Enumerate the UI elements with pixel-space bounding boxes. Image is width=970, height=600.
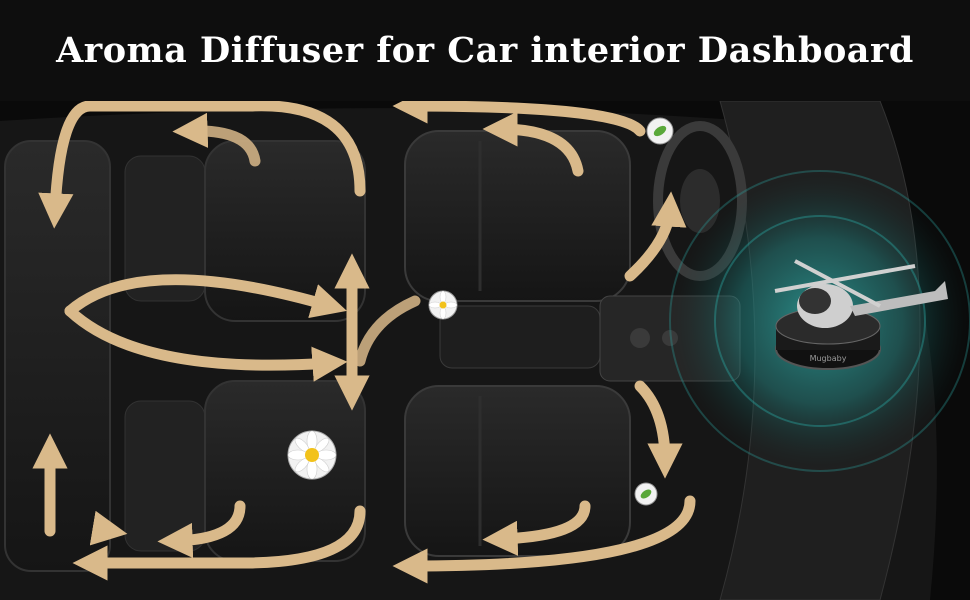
- airflow-arrow: [634, 380, 683, 479]
- daisy-icon: [287, 430, 337, 480]
- airflow-arrow: [482, 111, 584, 177]
- helicopter-diffuser-product: Mugbaby: [774, 259, 948, 370]
- rear-bench-seat: [4, 140, 366, 572]
- car-interior-photo: Mugbaby: [0, 101, 970, 600]
- airflow-arrow: [64, 305, 348, 382]
- airflow-arrow: [392, 495, 696, 584]
- product-label: Mugbaby: [810, 354, 847, 363]
- airflow-arrow: [72, 505, 366, 581]
- airflow-arrow: [38, 101, 366, 229]
- airflow-arrows: [32, 101, 696, 584]
- daisy-icon: [428, 290, 458, 320]
- airflow-arrow: [392, 101, 646, 137]
- airflow-arrow: [624, 191, 687, 282]
- airflow-arrow: [482, 500, 591, 556]
- airflow-arrow: [354, 295, 421, 367]
- airflow-arrow: [157, 500, 246, 559]
- airflow-arrow: [64, 274, 347, 319]
- page-title: Aroma Diffuser for Car interior Dashboar…: [56, 30, 914, 71]
- leaf-icon: [646, 117, 674, 145]
- airflow-arrow: [172, 112, 261, 167]
- car-interior-illustration: Mugbaby: [0, 101, 970, 600]
- title-banner: Aroma Diffuser for Car interior Dashboar…: [0, 0, 970, 101]
- leaf-icon: [634, 482, 658, 506]
